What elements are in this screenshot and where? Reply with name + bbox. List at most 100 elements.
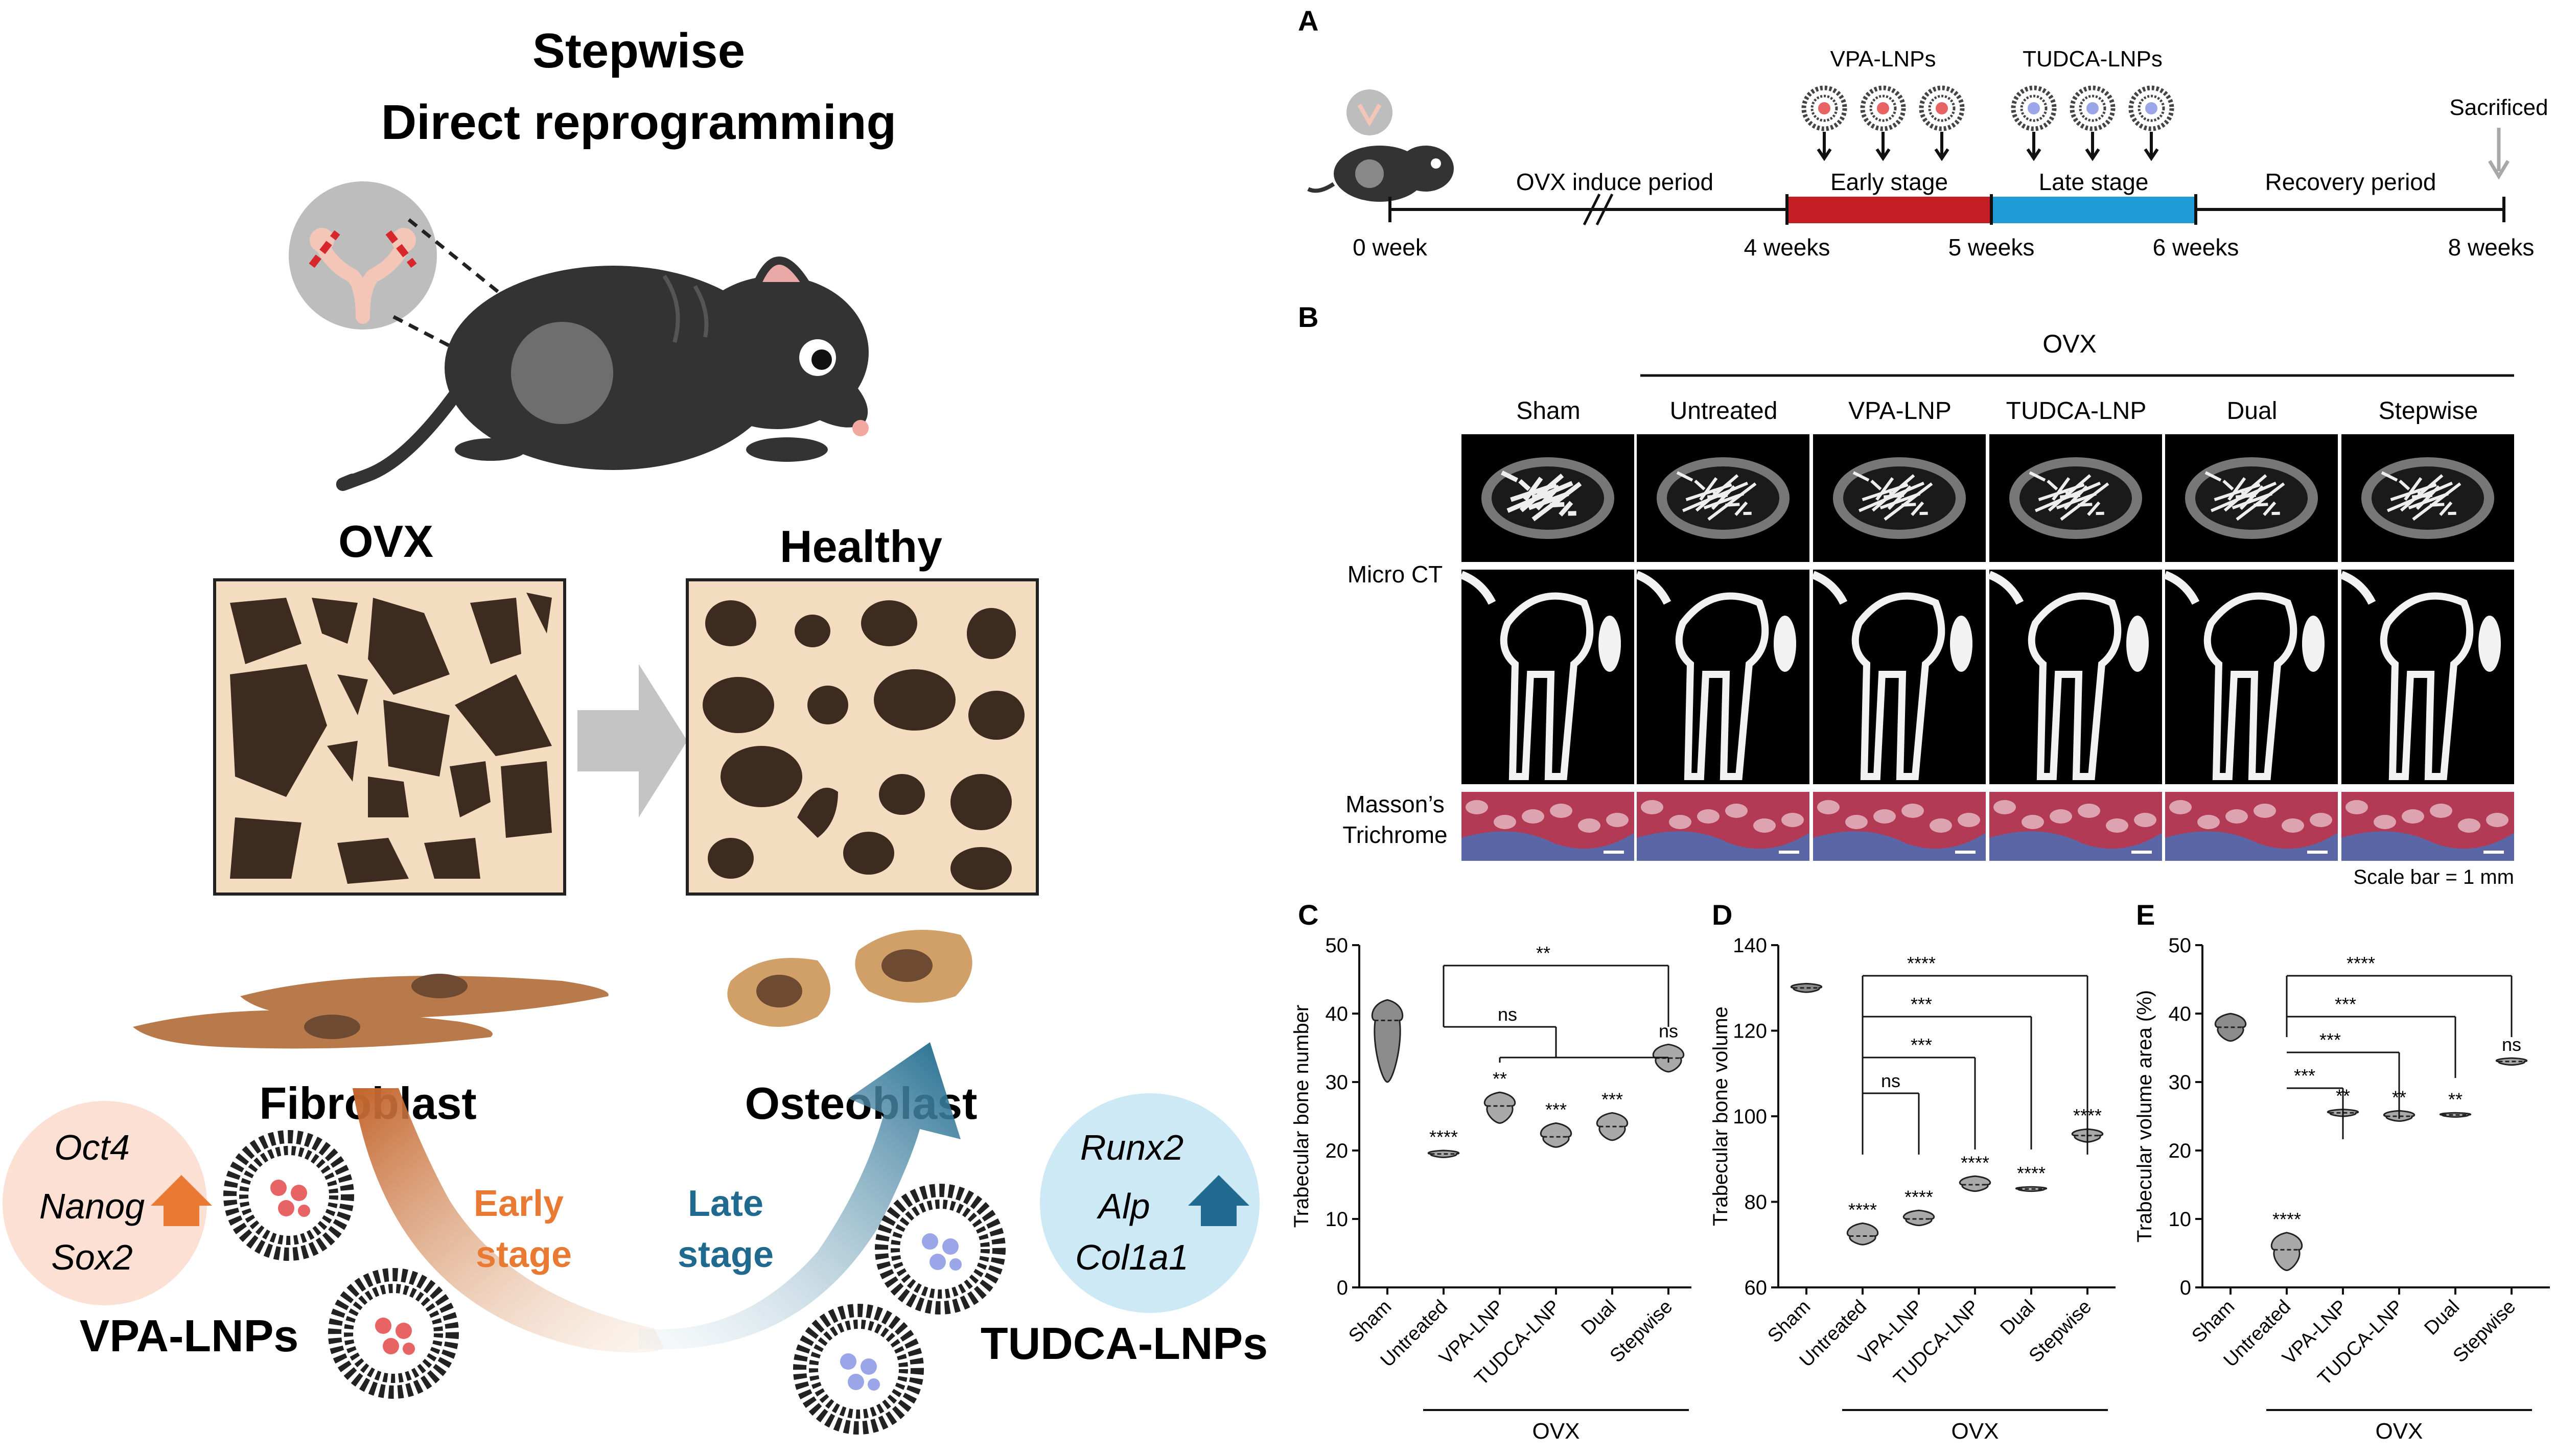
gene-nanog: Nanog <box>39 1186 145 1226</box>
masson-trichrome-tile <box>1637 792 1809 861</box>
ovx-label: OVX <box>338 516 433 567</box>
significance-bracket <box>1863 1092 1920 1155</box>
masson-trichrome-tile <box>1813 792 1986 861</box>
col-dual: Dual <box>2227 397 2278 425</box>
x-tick-label: Sham <box>1344 1296 1396 1347</box>
significance-bracket <box>2287 1087 2344 1139</box>
bracket-label: *** <box>2335 994 2356 1015</box>
up-arrow-blue-icon <box>1188 1175 1249 1226</box>
ovx-group-label: OVX <box>1532 1419 1580 1444</box>
vpa-lnp-row <box>1804 88 1962 161</box>
significance-bracket <box>1443 965 1669 1027</box>
tudca-lnp-1 <box>881 1190 999 1308</box>
ovx-group-label: OVX <box>2376 1419 2423 1444</box>
gene-col1a1: Col1a1 <box>1075 1237 1189 1277</box>
sacrificed-arrow <box>2488 128 2510 180</box>
violin <box>1902 1209 1935 1227</box>
schematic-graphic: Stepwise Direct reprogramming <box>3 24 1268 1456</box>
bracket-label: **** <box>1907 953 1936 974</box>
significance-bracket <box>1863 1016 2032 1149</box>
title-line1: Stepwise <box>532 24 745 78</box>
x-tick-label: Sham <box>1763 1296 1815 1347</box>
significance-label: *** <box>1545 1099 1567 1120</box>
y-tick-label: 80 <box>1745 1191 1768 1214</box>
violin <box>2214 1013 2247 1042</box>
violin <box>1959 1175 1991 1192</box>
week-0: 0 week <box>1353 234 1428 261</box>
timeline-graphic: A OVX induce period Early stage Late sta… <box>1298 5 2548 261</box>
y-tick-label: 40 <box>1326 1003 1349 1025</box>
masson-trichrome-tile <box>1461 792 1634 861</box>
bracket-label: ns <box>1498 1004 1517 1025</box>
y-tick-label: 20 <box>2169 1140 2192 1162</box>
label-late-stage: Late stage <box>2039 169 2149 195</box>
microct-longitudinal-tile <box>1460 570 1634 784</box>
chart-letter: E <box>2136 899 2155 931</box>
week-6: 6 weeks <box>2153 234 2239 261</box>
gene-alp: Alp <box>1096 1186 1150 1226</box>
healthy-bone-box <box>686 578 1039 896</box>
violin <box>2270 1232 2303 1272</box>
late-stage-arc <box>639 1042 961 1350</box>
y-tick-label: 0 <box>2180 1277 2191 1299</box>
late-stage-text-2: stage <box>678 1234 774 1275</box>
y-axis-label: Trabecular volume area (%) <box>2133 990 2156 1242</box>
microct-section-tile <box>1813 434 1986 562</box>
significance-label: **** <box>1904 1186 1933 1207</box>
violin <box>2015 1186 2048 1192</box>
significance-label: ** <box>1493 1068 1507 1089</box>
y-tick-label: 40 <box>2169 1003 2192 1025</box>
significance-label: **** <box>2272 1209 2301 1230</box>
genes-right-circle <box>1040 1093 1260 1313</box>
chart-letter: D <box>1712 899 1732 931</box>
label-sacrificed: Sacrificed <box>2449 95 2548 120</box>
violin <box>1540 1122 1572 1148</box>
col-sham: Sham <box>1516 397 1580 425</box>
y-tick-label: 30 <box>1326 1071 1349 1094</box>
microct-section-tile <box>2165 434 2338 562</box>
microct-longitudinal-tile <box>1988 570 2162 784</box>
x-tick-label: Dual <box>1577 1296 1620 1340</box>
vpa-lnp-2 <box>335 1275 452 1392</box>
early-stage-arc <box>353 1088 664 1353</box>
gene-sox2: Sox2 <box>51 1237 133 1277</box>
bracket-label: *** <box>2294 1065 2315 1086</box>
microct-longitudinal-tile <box>1811 570 1986 784</box>
label-ovx-induce: OVX induce period <box>1516 169 1713 195</box>
timeline-mouse <box>1307 89 1454 202</box>
ovx-bone-box <box>213 578 566 896</box>
image-tiles <box>1460 434 2514 861</box>
image-grid-graphic: B OVX Sham Untreated VPA-LNP TUDCA-LNP D… <box>1298 301 2514 888</box>
col-vpa-lnp: VPA-LNP <box>1848 397 1952 425</box>
gene-oct4: Oct4 <box>54 1128 130 1167</box>
violin <box>1483 1091 1516 1124</box>
label-early-stage: Early stage <box>1830 169 1948 195</box>
label-tudca-lnps: TUDCA-LNPs <box>2023 46 2163 72</box>
masson-trichrome-tile <box>2341 792 2514 861</box>
violin <box>1846 1222 1879 1246</box>
gene-runx2: Runx2 <box>1080 1128 1183 1167</box>
genes-left-circle <box>3 1101 207 1305</box>
x-tick-label: Stepwise <box>1606 1296 1677 1367</box>
significance-label: **** <box>1961 1152 1989 1173</box>
x-tick-label: Stepwise <box>2449 1296 2520 1367</box>
y-axis-label: Trabecular bone number <box>1290 1005 1313 1228</box>
y-tick-label: 100 <box>1733 1106 1767 1128</box>
significance-bracket <box>1863 1056 1976 1149</box>
chart-letter: C <box>1298 899 1318 931</box>
x-tick-label: Dual <box>2420 1296 2464 1340</box>
title-line2: Direct reprogramming <box>381 95 896 150</box>
tudca-lnp-2 <box>800 1310 917 1428</box>
tudca-lnp-row <box>2013 88 2172 161</box>
row-masson-1: Masson’s <box>1345 791 1444 817</box>
early-stage-bar <box>1787 197 1991 223</box>
osteoblast-cells <box>727 930 972 1027</box>
significance-label: *** <box>1601 1089 1623 1110</box>
y-tick-label: 140 <box>1733 934 1767 957</box>
masson-trichrome-tile <box>2165 792 2338 861</box>
y-tick-label: 50 <box>2169 934 2192 957</box>
masson-trichrome-tile <box>1989 792 2162 861</box>
microct-section-tile <box>2341 434 2514 562</box>
